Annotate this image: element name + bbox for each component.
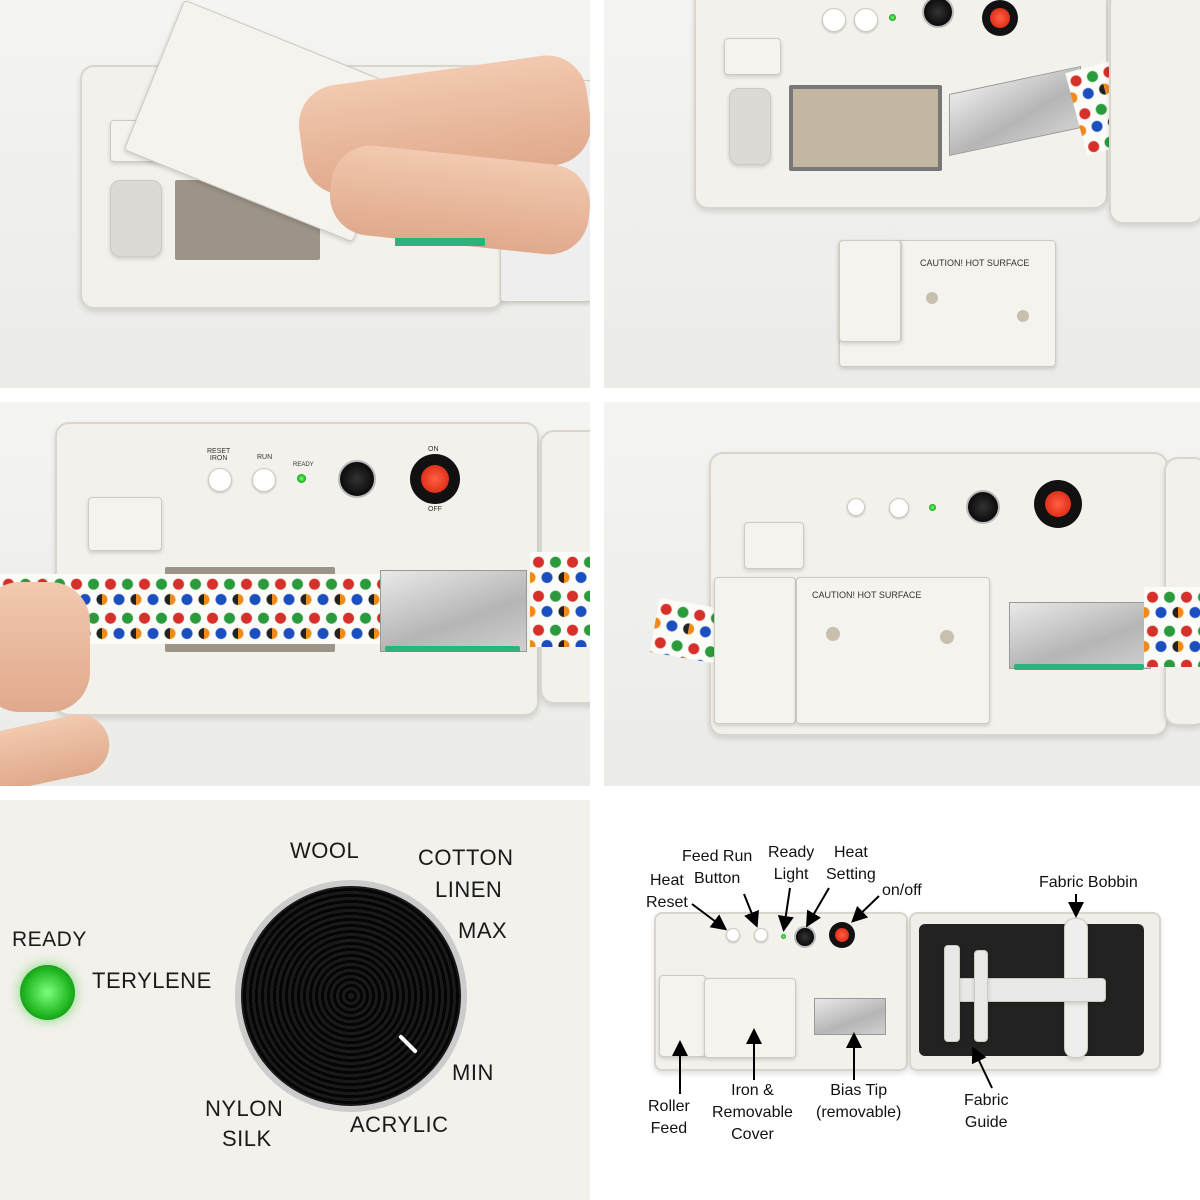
bias-tip [380, 570, 527, 652]
power-switch [1034, 480, 1082, 528]
label-fabric-guide: Fabric Guide [964, 1092, 1009, 1131]
power-switch [829, 922, 855, 948]
silk-label: SILK [222, 1126, 272, 1151]
bobbin-compartment [1109, 0, 1200, 224]
acrylic-label: ACRYLIC [350, 1112, 449, 1137]
photo-panel-removing-cover [0, 0, 590, 388]
label-heat-setting: Heat Setting [826, 844, 876, 883]
power-switch [410, 454, 460, 504]
tape-green-edge [1014, 664, 1144, 670]
screw-hole [1017, 310, 1029, 322]
max-label: MAX [458, 918, 508, 943]
run-label: RUN [257, 454, 273, 461]
arrow-heat-setting [805, 887, 830, 928]
ready-light [781, 934, 786, 939]
tape-green-edge [385, 646, 520, 652]
run-button [754, 928, 768, 942]
heat-setting-knob [966, 490, 1000, 524]
off-label: OFF [428, 506, 442, 513]
reset-button [208, 468, 232, 492]
dial-closeup-panel: READY TERYLENE WOOL COTTON LINEN MAX MIN… [0, 800, 590, 1200]
terylene-label: TERYLENE [92, 968, 212, 993]
tape-edge [395, 238, 485, 246]
bias-tip [1009, 602, 1151, 669]
fabric-guide [944, 945, 960, 1042]
hand-lower [0, 709, 115, 786]
heat-setting-knob [922, 0, 954, 28]
photo-panel-cover-replaced: CAUTION! HOT SURFACE [604, 402, 1200, 786]
label-roller-feed: Roller Feed [648, 1098, 690, 1137]
roller-feed [729, 88, 771, 165]
run-button [889, 498, 909, 518]
label-feed-run-button: Feed Run Button [682, 848, 753, 887]
heating-plate [789, 85, 942, 171]
on-label: ON [428, 446, 439, 453]
polka-dot-fabric-exit [1144, 587, 1200, 667]
screw-hole [940, 630, 954, 644]
arrow-heat-reset [691, 903, 728, 931]
photo-panel-feeding-fabric: RESET IRON RUN READY ON OFF [0, 402, 590, 786]
arrow-feed-run [743, 893, 759, 928]
cotton-label: COTTON [418, 845, 514, 870]
heat-setting-knob [794, 926, 816, 948]
heat-setting-knob [338, 460, 376, 498]
screw-hole [926, 292, 938, 304]
roller-feed [110, 180, 162, 257]
roller-cover [714, 577, 796, 724]
wool-label: WOOL [290, 838, 360, 863]
label-bias-tip: Bias Tip (removable) [816, 1082, 902, 1121]
reset-button [726, 928, 740, 942]
linen-label: LINEN [435, 877, 503, 902]
photo-panel-cover-removed: CAUTION! HOT SURFACE [604, 0, 1200, 388]
reset-button [847, 498, 865, 516]
control-plate [724, 38, 781, 75]
ready-light [297, 474, 306, 483]
caution-label: CAUTION! HOT SURFACE [812, 590, 922, 600]
caution-label: CAUTION! HOT SURFACE [920, 258, 1030, 268]
ready-light [20, 965, 75, 1020]
label-ready-light: Ready Light [768, 844, 815, 883]
power-switch [982, 0, 1018, 36]
ready-label: READY [12, 928, 87, 951]
arrow-fabric-guide [971, 1046, 993, 1089]
screw-hole [826, 627, 840, 641]
iron-cover [704, 978, 796, 1058]
control-plate [744, 522, 804, 569]
polka-dot-fabric-exit [530, 552, 590, 647]
min-label: MIN [452, 1060, 494, 1085]
label-on-off: on/off [882, 882, 922, 899]
control-plate [88, 497, 162, 551]
label-fabric-bobbin: Fabric Bobbin [1039, 874, 1138, 891]
reset-iron-label: RESET IRON [207, 448, 231, 462]
heat-setting-knob [235, 880, 467, 1112]
reset-button [822, 8, 846, 32]
callout-arrows [672, 887, 1084, 1094]
label-heat-reset: Heat Reset [646, 872, 688, 911]
removed-cover-end [839, 240, 902, 342]
nylon-label: NYLON [205, 1096, 284, 1121]
arrow-on-off [851, 895, 880, 923]
iron-cover [796, 577, 990, 724]
fabric-guide-post [974, 950, 988, 1042]
ready-label: READY [293, 462, 314, 468]
labelled-diagram-panel: Feed Run Button Heat Reset Ready Light H… [604, 800, 1200, 1200]
hand-pushing-fabric [0, 582, 90, 712]
ready-light [889, 14, 896, 21]
run-button [854, 8, 878, 32]
arrow-ready-light [777, 887, 794, 932]
run-button [252, 468, 276, 492]
ready-light [929, 504, 936, 511]
label-iron-cover: Iron & Removable Cover [712, 1082, 793, 1143]
